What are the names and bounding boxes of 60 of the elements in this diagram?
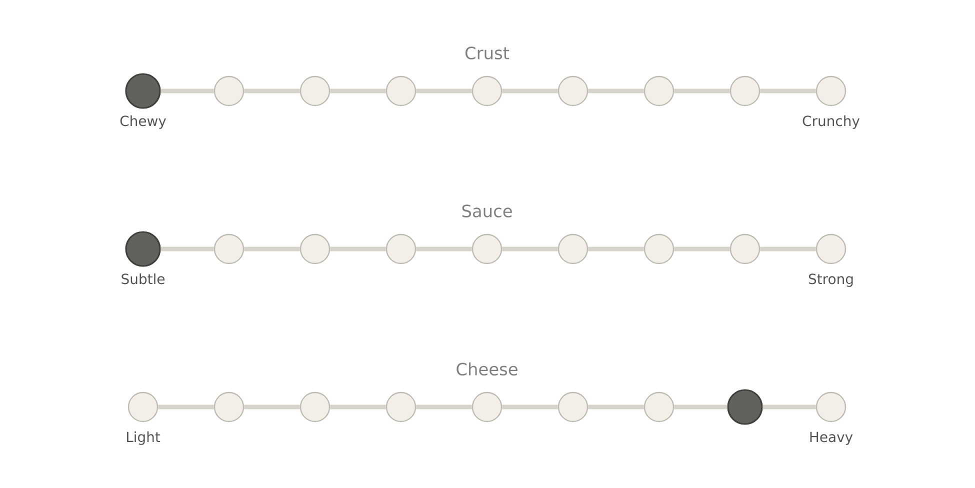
connector-line bbox=[330, 246, 386, 252]
connector-line bbox=[674, 404, 728, 410]
connector-line bbox=[244, 88, 300, 94]
connector-line bbox=[588, 88, 644, 94]
connector-line bbox=[330, 88, 386, 94]
option-circle bbox=[386, 392, 416, 422]
connector-line bbox=[760, 88, 816, 94]
connector-line bbox=[160, 88, 214, 94]
scale-end-label: Chewy bbox=[120, 115, 166, 129]
option-circle bbox=[644, 234, 674, 264]
scale-end-label: Crunchy bbox=[802, 115, 860, 129]
option-circle bbox=[214, 392, 244, 422]
connector-line bbox=[244, 246, 300, 252]
scale-title: Crust bbox=[465, 46, 510, 60]
scale-end-label: Subtle bbox=[122, 273, 165, 284]
option-circle bbox=[472, 234, 502, 264]
option-circle bbox=[644, 76, 674, 106]
connector-line bbox=[502, 246, 558, 252]
selected-circle bbox=[125, 231, 161, 267]
option-circle bbox=[128, 392, 158, 422]
option-circle bbox=[386, 234, 416, 264]
scale-end-label: Strong bbox=[808, 274, 853, 287]
connector-line bbox=[158, 404, 214, 410]
connector-line bbox=[502, 404, 558, 410]
option-circle bbox=[816, 234, 846, 264]
connector-line bbox=[330, 404, 386, 410]
option-circle bbox=[558, 392, 588, 422]
option-circle bbox=[300, 392, 330, 422]
scale-title: Cheese bbox=[456, 362, 518, 376]
connector-line bbox=[416, 88, 472, 94]
option-circle bbox=[214, 76, 244, 106]
connector-line bbox=[588, 246, 644, 252]
connector-line bbox=[588, 404, 644, 410]
scale-end-label: Heavy bbox=[810, 432, 853, 445]
option-circle bbox=[214, 234, 244, 264]
connector-line bbox=[416, 404, 472, 410]
option-circle bbox=[730, 76, 760, 106]
connector-line bbox=[760, 246, 816, 252]
connector-line bbox=[674, 246, 730, 252]
connector-line bbox=[674, 88, 730, 94]
option-circle bbox=[558, 76, 588, 106]
option-circle bbox=[730, 234, 760, 264]
option-circle bbox=[386, 76, 416, 106]
selected-circle bbox=[125, 73, 161, 109]
option-circle bbox=[816, 392, 846, 422]
option-circle bbox=[300, 76, 330, 106]
selected-circle bbox=[727, 389, 763, 425]
option-circle bbox=[816, 76, 846, 106]
option-circle bbox=[558, 234, 588, 264]
option-circle bbox=[644, 392, 674, 422]
scale-title: Sauce bbox=[462, 204, 512, 218]
connector-line bbox=[762, 404, 816, 410]
connector-line bbox=[160, 246, 214, 252]
option-circle bbox=[300, 234, 330, 264]
option-circle bbox=[472, 76, 502, 106]
connector-line bbox=[502, 88, 558, 94]
option-circle bbox=[472, 392, 502, 422]
scale-end-label: Light bbox=[126, 431, 160, 445]
connector-line bbox=[244, 404, 300, 410]
connector-line bbox=[416, 246, 472, 252]
